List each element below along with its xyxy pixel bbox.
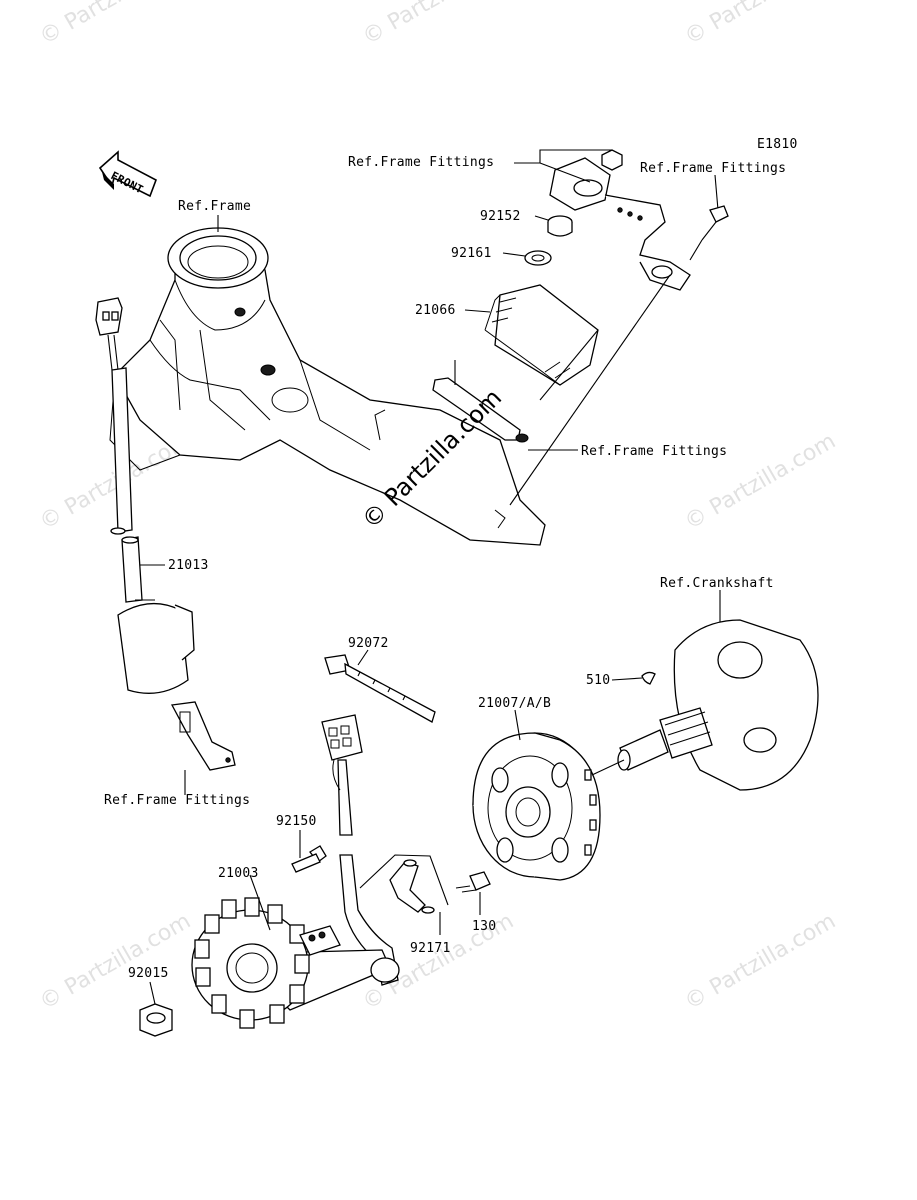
ref-crankshaft-label: Ref.Crankshaft [660, 576, 774, 591]
ref-frame-fittings-mid: Ref.Frame Fittings [581, 444, 727, 459]
crankshaft-illustration [617, 619, 819, 791]
ref-frame-label: Ref.Frame [178, 199, 251, 214]
part-92152-collar [547, 215, 573, 237]
watermark: © Partzilla.com [359, 0, 519, 50]
part-number-21066: 21066 [415, 303, 456, 318]
bolt-top-right [701, 205, 729, 241]
part-21003-stator [191, 897, 341, 1029]
front-arrow-icon: FRONT [98, 150, 157, 198]
watermark: © Partzilla.com [36, 909, 196, 1016]
nut-top [601, 149, 623, 171]
part-92150-bolt [291, 845, 327, 873]
ref-frame-fittings-left: Ref.Frame Fittings [104, 793, 250, 808]
part-number-21003: 21003 [218, 866, 259, 881]
diagram-code: E1810 [757, 137, 798, 152]
ref-frame-fittings-top-left: Ref.Frame Fittings [348, 155, 494, 170]
part-21007-rotor [472, 732, 601, 881]
frame-illustration [109, 227, 546, 546]
part-92072-cable-tie [324, 654, 436, 723]
regulator-bracket [549, 157, 691, 291]
part-number-92161: 92161 [451, 246, 492, 261]
part-number-130: 130 [472, 919, 496, 934]
part-number-21007: 21007/A/B [478, 696, 551, 711]
ref-frame-fittings-top-right: Ref.Frame Fittings [640, 161, 786, 176]
part-21066-regulator [432, 284, 599, 443]
part-number-92171: 92171 [410, 941, 451, 956]
part-number-21013: 21013 [168, 558, 209, 573]
part-92015-nut [139, 1003, 173, 1037]
part-number-510: 510 [586, 673, 610, 688]
watermark: © Partzilla.com [36, 0, 196, 50]
part-92171-clamp [389, 859, 435, 914]
watermark: © Partzilla.com [681, 0, 841, 50]
part-130-bolt [455, 871, 491, 893]
part-number-92152: 92152 [480, 209, 521, 224]
part-number-92150: 92150 [276, 814, 317, 829]
part-number-92015: 92015 [128, 966, 169, 981]
part-92161-grommet [524, 250, 552, 266]
watermark: © Partzilla.com [681, 909, 841, 1016]
part-21013-capacitor [95, 297, 236, 771]
part-number-92072: 92072 [348, 636, 389, 651]
